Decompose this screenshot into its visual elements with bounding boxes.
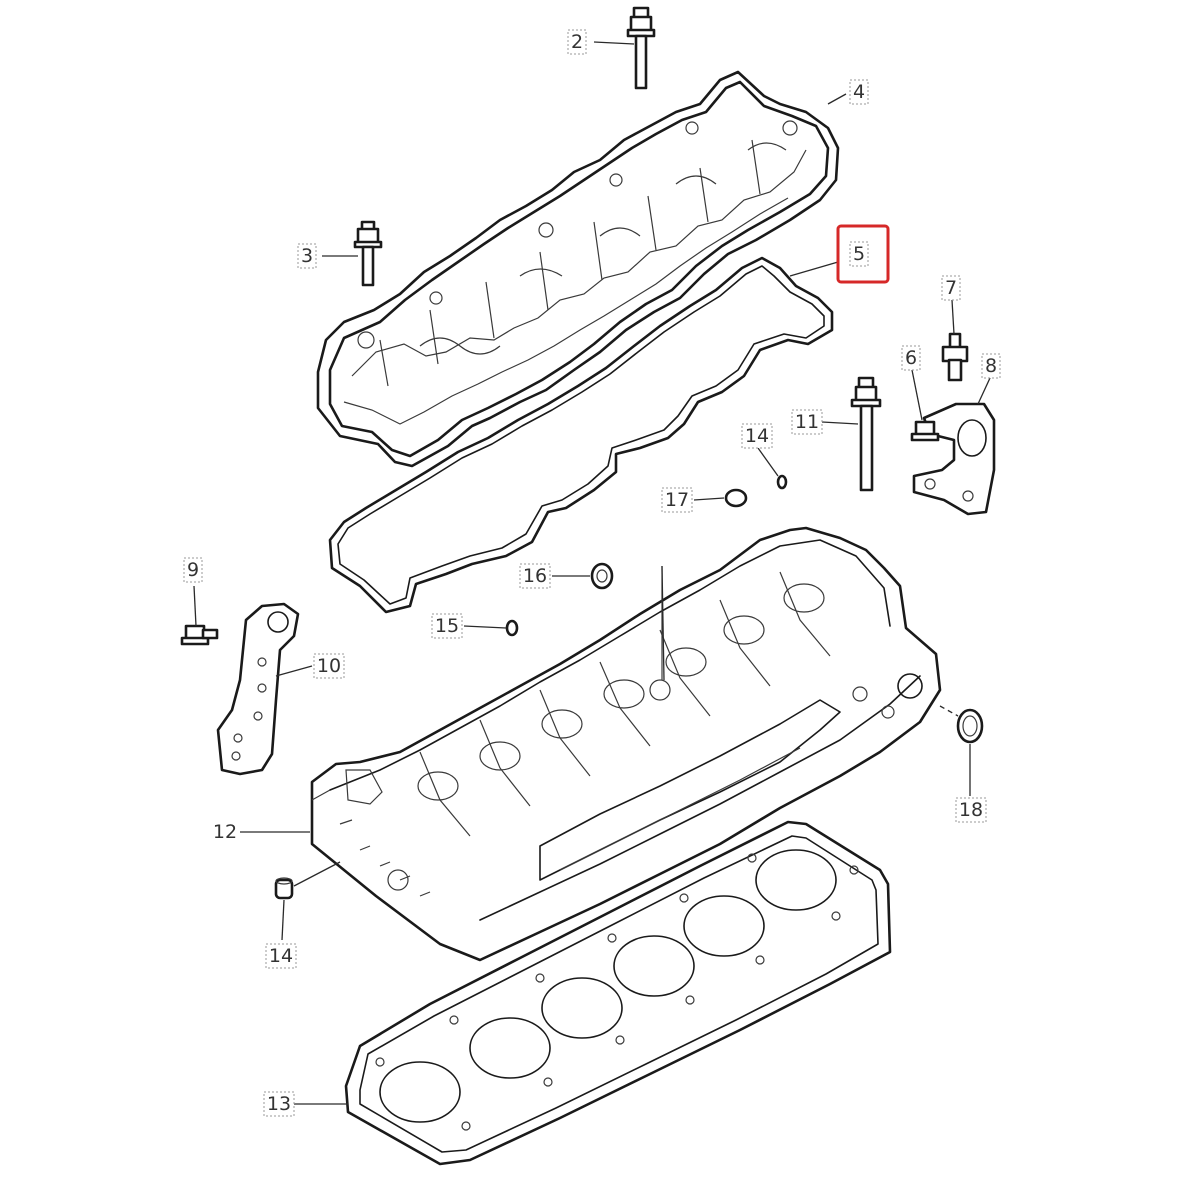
callout-4: 4 — [849, 79, 869, 105]
plug-part-14-lower — [274, 877, 294, 900]
seal-ring-part-18 — [956, 708, 984, 744]
bolt-part-3 — [353, 220, 383, 287]
callout-5-highlighted: 5 — [836, 224, 890, 284]
svg-text:15: 15 — [435, 615, 459, 637]
svg-text:17: 17 — [665, 489, 689, 511]
svg-text:5: 5 — [853, 243, 865, 265]
head-gasket-part-13 — [344, 820, 892, 1166]
callout-15: 15 — [431, 613, 463, 639]
cylinder-head-part-12 — [310, 526, 942, 962]
svg-text:18: 18 — [959, 799, 983, 821]
highlight-box — [836, 224, 890, 284]
svg-text:11: 11 — [795, 411, 819, 433]
o-ring-part-15 — [505, 619, 519, 637]
leader-lines — [193, 41, 991, 1105]
callout-10: 10 — [313, 653, 345, 679]
callout-9: 9 — [183, 557, 203, 583]
callout-12: 12 — [210, 820, 240, 844]
cap-part-17 — [724, 488, 748, 508]
bolt-part-6 — [910, 420, 940, 442]
svg-text:6: 6 — [905, 347, 917, 369]
svg-text:12: 12 — [213, 821, 237, 843]
svg-text:2: 2 — [571, 31, 583, 53]
callout-2: 2 — [567, 29, 587, 55]
callout-3: 3 — [297, 243, 317, 269]
callout-14-upper: 14 — [741, 423, 773, 449]
callout-7: 7 — [941, 275, 961, 301]
svg-text:14: 14 — [269, 945, 293, 967]
callout-11: 11 — [791, 409, 823, 435]
svg-text:10: 10 — [317, 655, 341, 677]
svg-text:7: 7 — [945, 277, 957, 299]
lifting-bracket-part-8 — [912, 402, 996, 516]
callout-14-lower: 14 — [265, 943, 297, 969]
svg-text:4: 4 — [853, 81, 865, 103]
callout-13: 13 — [263, 1091, 295, 1117]
seal-part-16 — [590, 562, 614, 590]
svg-text:3: 3 — [301, 245, 313, 267]
svg-text:16: 16 — [523, 565, 547, 587]
callout-16: 16 — [519, 563, 551, 589]
callout-18: 18 — [955, 797, 987, 823]
svg-text:9: 9 — [187, 559, 199, 581]
svg-text:13: 13 — [267, 1093, 291, 1115]
callout-6: 6 — [901, 345, 921, 371]
callout-17: 17 — [661, 487, 693, 513]
stud-part-7 — [941, 332, 969, 382]
gasket-part-5 — [328, 256, 834, 614]
bolt-part-9 — [180, 624, 219, 646]
lifting-plate-part-10 — [216, 602, 300, 776]
svg-text:14: 14 — [745, 425, 769, 447]
callout-8: 8 — [981, 353, 1001, 379]
bolt-part-11 — [850, 376, 882, 492]
bolt-part-2 — [626, 6, 656, 90]
valve-cover-part-4 — [316, 70, 840, 468]
plug-part-14-upper — [776, 474, 788, 490]
svg-text:8: 8 — [985, 355, 997, 377]
